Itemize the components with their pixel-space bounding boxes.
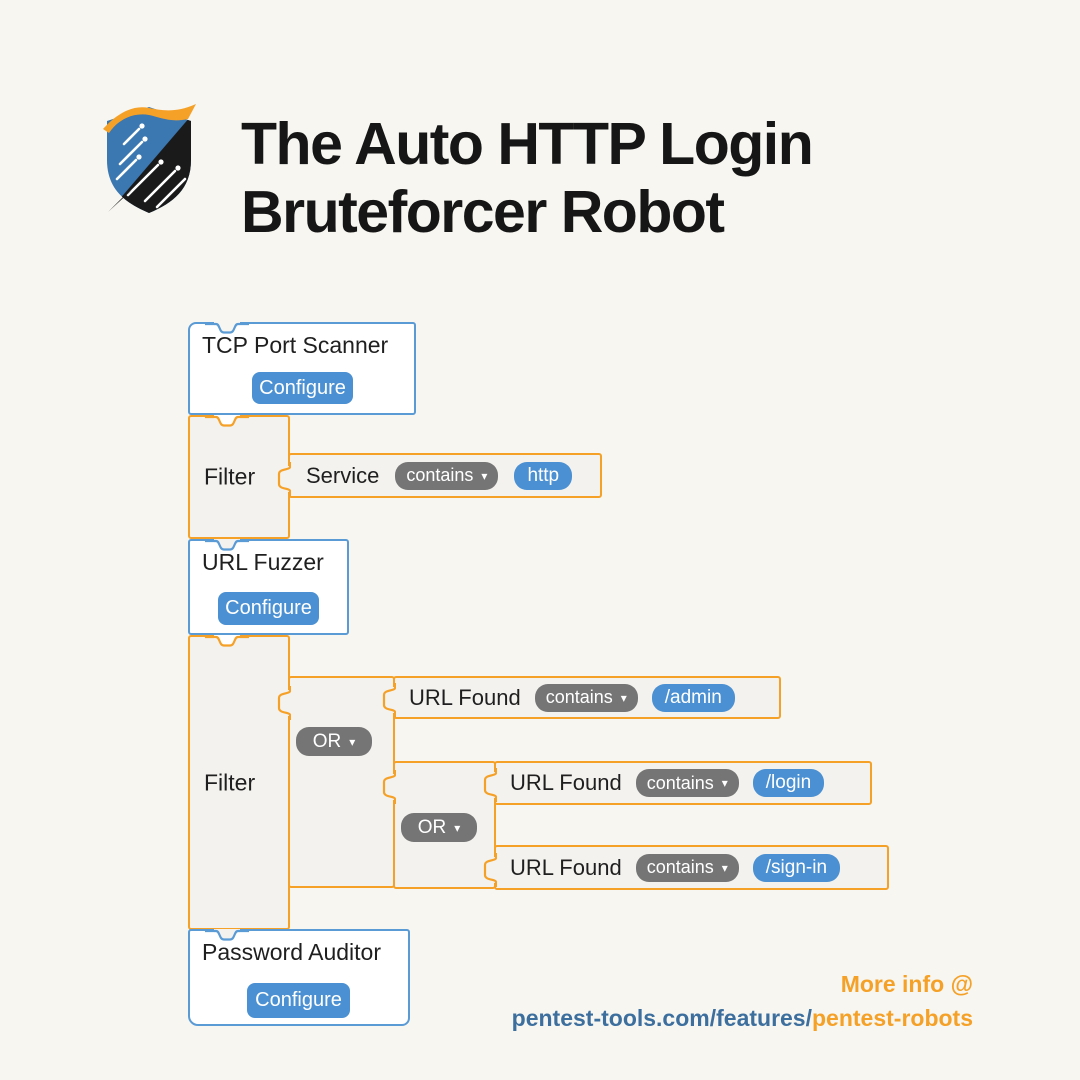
condition-field-label: URL Found [409,684,521,710]
block-url-fuzzer[interactable]: URL Fuzzer Configure [188,539,349,635]
chevron-down-icon: ▾ [721,860,728,875]
condition-value[interactable]: /login [752,769,825,797]
block-password-auditor[interactable]: Password Auditor Configure [188,929,410,1026]
condition-value[interactable]: /admin [651,683,735,712]
puzzle-notch-icon [205,635,249,647]
page-title-line2: Bruteforcer Robot [241,179,725,245]
block-label: Password Auditor [202,939,381,965]
puzzle-notch-icon [205,322,249,334]
block-label: URL Fuzzer [202,549,324,575]
page-title: The Auto HTTP Login Bruteforcer Robot [241,110,814,246]
operator-dropdown[interactable]: contains ▾ [395,461,499,490]
block-label: Filter [204,463,256,490]
website-url-prefix: pentest-tools.com/features/ [511,1005,812,1031]
configure-button[interactable]: Configure [252,372,353,404]
puzzle-tab-icon [277,462,291,496]
puzzle-tab-icon [483,768,497,802]
website-url-highlight: pentest-robots [812,1005,973,1031]
or-group-inner[interactable]: OR ▾ [382,761,496,889]
footer: More info @ pentest-tools.com/features/p… [512,971,973,1032]
chevron-down-icon: ▾ [721,776,728,790]
condition-field-label: URL Found [510,770,622,795]
operator-label: contains [646,772,714,793]
block-filter-service[interactable]: Filter [188,415,290,539]
chevron-down-icon: ▾ [620,690,627,705]
or-group-outer[interactable]: OR ▾ [277,676,395,888]
condition-url-found-login[interactable]: URL Found contains ▾ /login [483,761,872,805]
configure-button[interactable]: Configure [218,592,319,625]
block-filter-urls[interactable]: Filter [188,635,290,930]
puzzle-notch-icon [205,929,249,941]
operator-label: OR [312,730,342,752]
page-title-line1: The Auto HTTP Login [241,111,814,177]
puzzle-tab-icon [483,853,497,887]
condition-value[interactable]: /sign-in [752,853,841,882]
puzzle-tab-icon [382,683,396,717]
operator-label: contains [646,857,714,877]
chevron-down-icon: ▾ [349,734,356,749]
operator-label: contains [406,465,474,485]
puzzle-notch-icon [205,415,249,427]
condition-url-found-sign-in[interactable]: URL Found contains ▾ /sign-in [483,845,889,890]
operator-dropdown[interactable]: contains ▾ [635,853,739,882]
operator-dropdown[interactable]: contains ▾ [635,769,739,797]
operator-dropdown[interactable]: contains ▾ [534,683,638,712]
block-label: TCP Port Scanner [202,332,389,358]
block-tcp-port-scanner[interactable]: TCP Port Scanner Configure [188,322,416,415]
condition-service[interactable]: Service contains ▾ http [277,453,602,498]
configure-button[interactable]: Configure [247,983,350,1018]
pentest-tools-shield-logo-icon [103,104,196,213]
operator-label: OR [417,816,447,838]
puzzle-tab-icon [382,770,396,804]
or-operator-dropdown[interactable]: OR ▾ [296,727,372,756]
operator-label: contains [545,687,613,707]
more-info-text: More info @ [840,971,973,997]
condition-value[interactable]: http [514,461,573,490]
condition-field-label: URL Found [510,854,622,880]
website-url: pentest-tools.com/features/pentest-robot… [512,1005,973,1032]
puzzle-notch-icon [205,539,249,551]
chevron-down-icon: ▾ [454,820,461,835]
puzzle-tab-icon [277,686,291,720]
condition-field-label: Service [306,462,380,488]
condition-url-found-admin[interactable]: URL Found contains ▾ /admin [382,676,781,719]
chevron-down-icon: ▾ [481,468,488,483]
block-label: Filter [204,769,256,795]
or-operator-dropdown[interactable]: OR ▾ [401,813,477,842]
